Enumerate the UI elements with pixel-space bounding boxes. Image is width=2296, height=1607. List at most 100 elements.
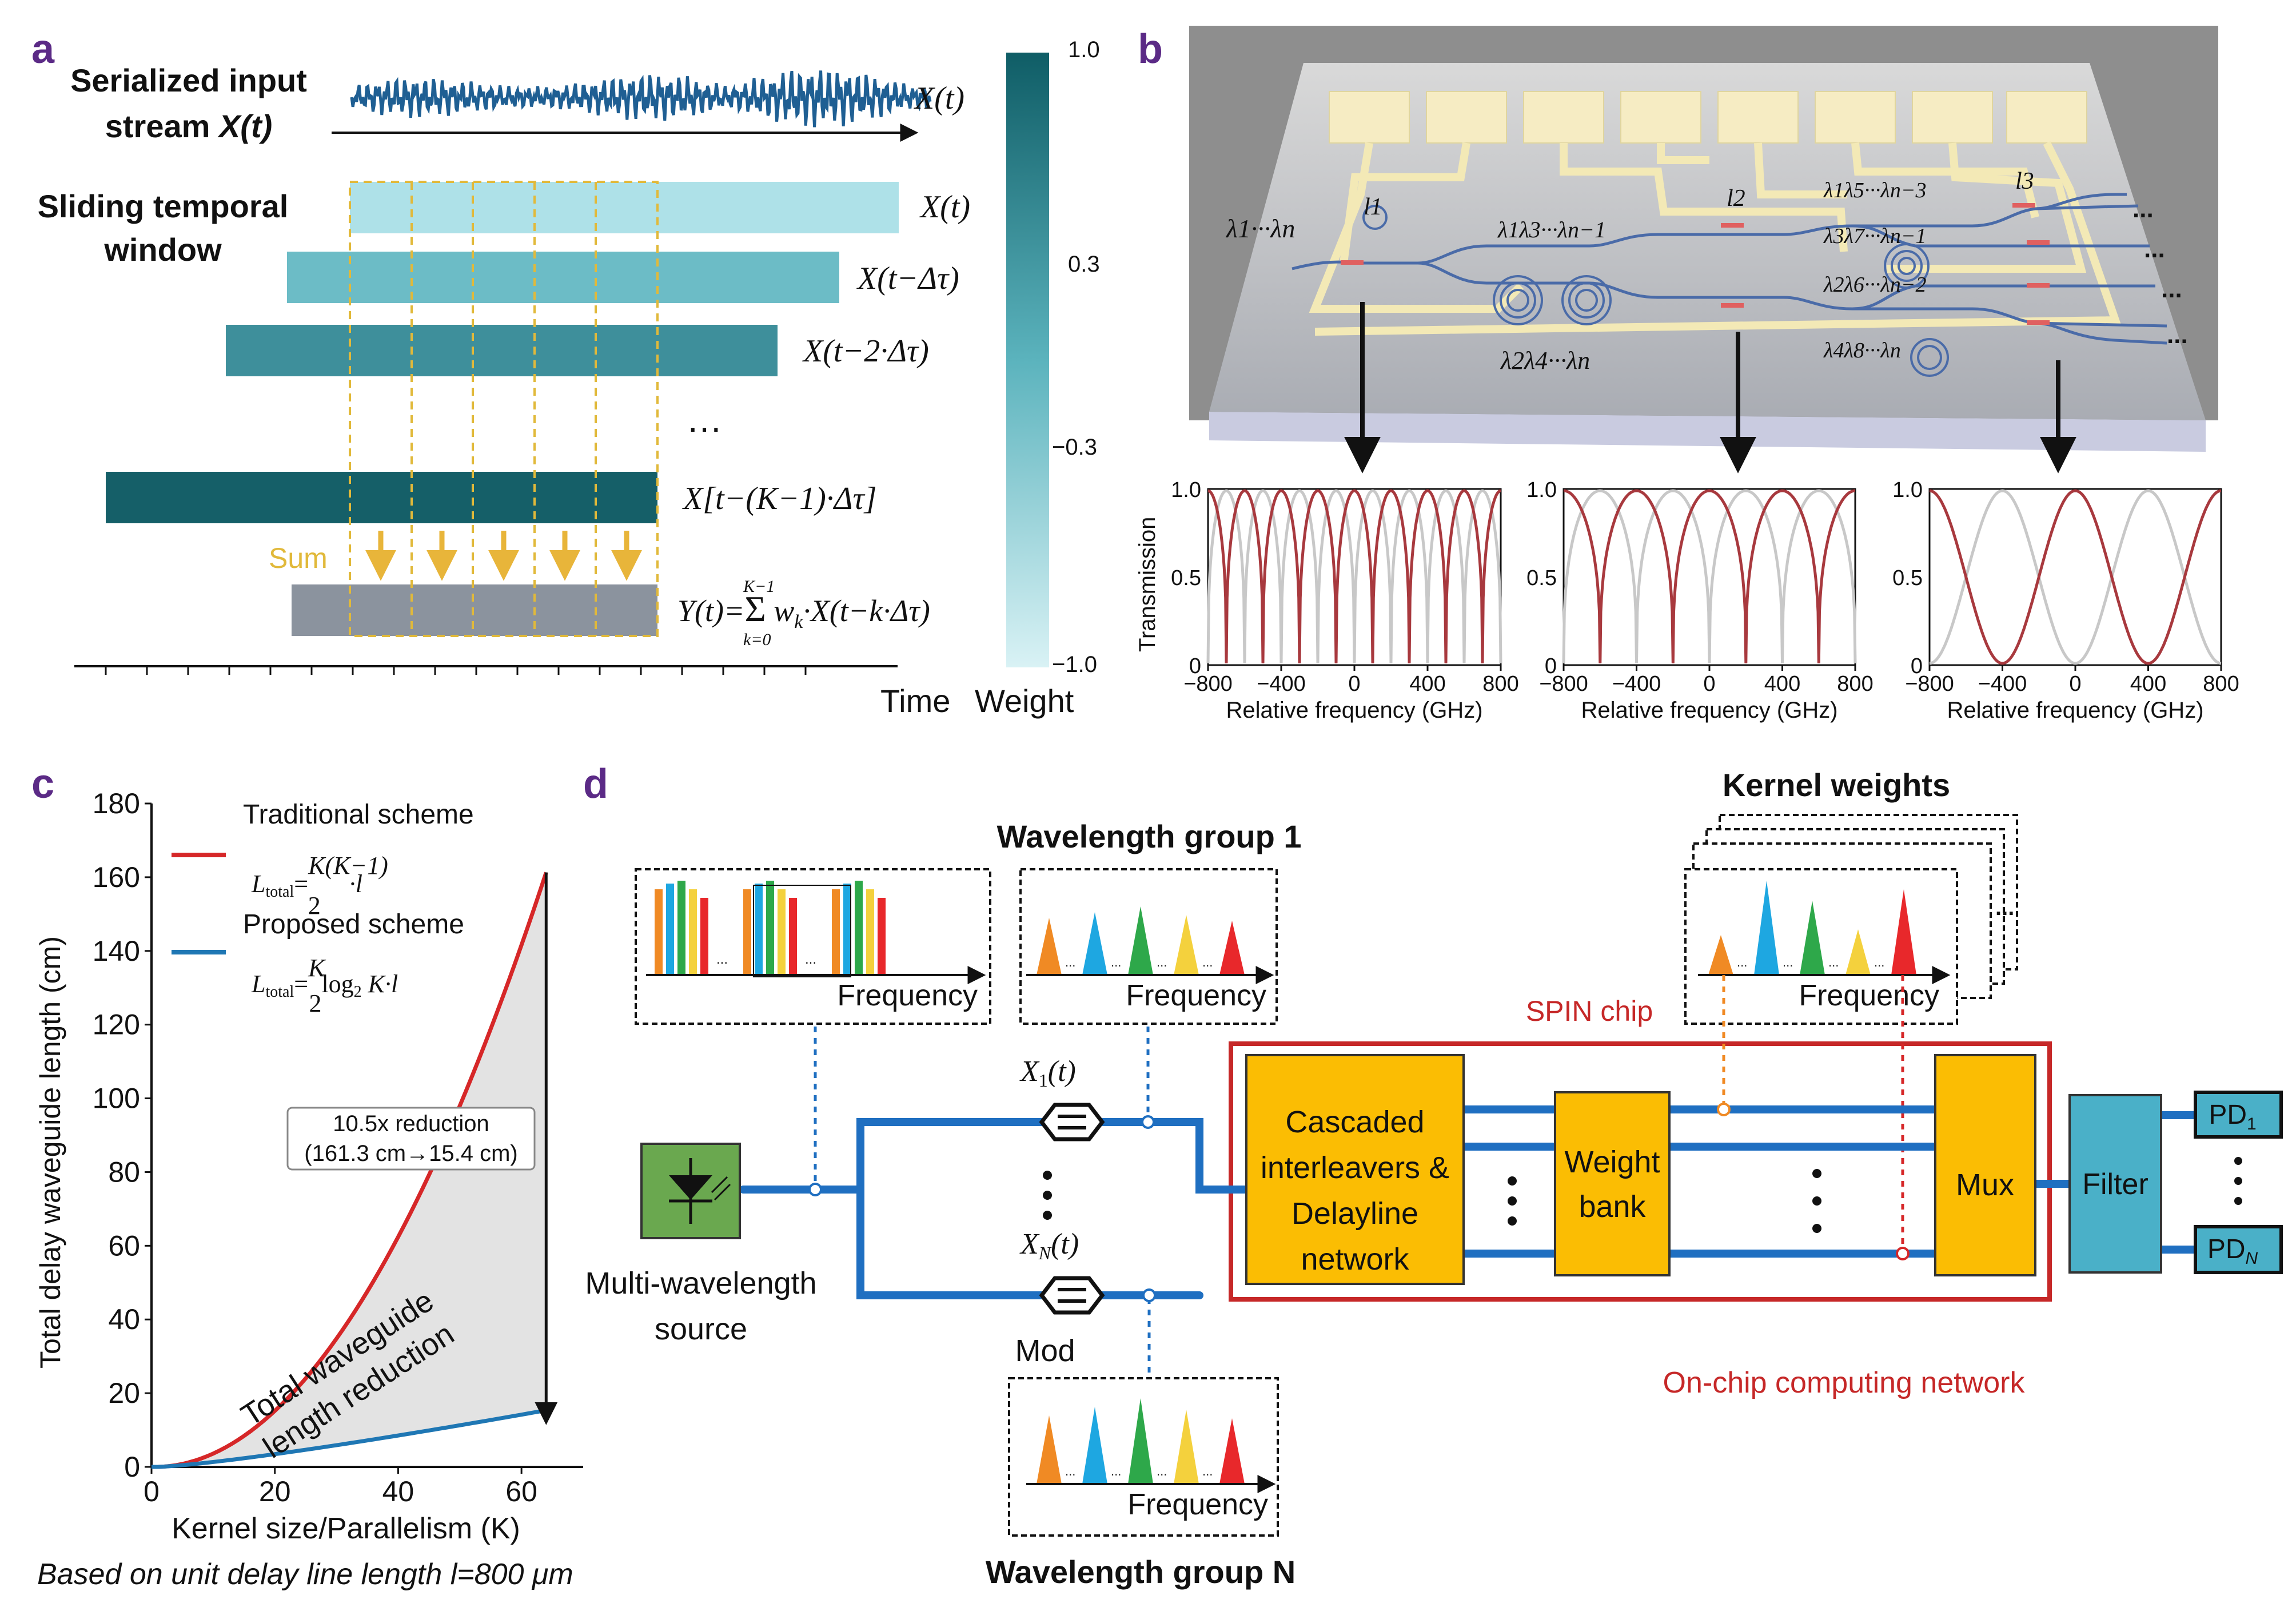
- on-chip-network-label: On-chip computing network: [1663, 1366, 2026, 1399]
- reduction-line2: (161.3 cm→15.4 cm): [304, 1141, 517, 1166]
- kernel-spectrum-triangle: [1800, 901, 1825, 975]
- reduction-line1: 10.5x reduction: [333, 1111, 489, 1136]
- kernel-spectrum-ellipsis: ...: [1737, 955, 1747, 969]
- group1-spectrum-ellipsis: ...: [1111, 955, 1121, 969]
- c-ytick-label: 100: [93, 1083, 140, 1115]
- groupN-spectrum-ellipsis: ...: [1111, 1464, 1121, 1478]
- kernel-weights-title: Kernel weights: [1723, 767, 1950, 803]
- input-waveform: [350, 70, 932, 128]
- modulator-ellipsis: [1043, 1171, 1052, 1220]
- transmission-curve-red: [1564, 489, 1855, 663]
- comb-bar: [778, 889, 786, 975]
- subplot-xtick-label: −400: [1978, 672, 2027, 696]
- c-ytick-label: 0: [124, 1451, 140, 1483]
- spectra: ........................................…: [646, 881, 2014, 1493]
- groupN-spectrum-triangle: [1037, 1415, 1062, 1484]
- label-lambda-1-5: λ1λ5···λn−3: [1823, 178, 1927, 202]
- kernel-stack-dots: ...: [1995, 895, 2014, 920]
- subplot-xtick-label: −400: [1612, 672, 1661, 696]
- c-ytick-label: 180: [93, 787, 140, 820]
- serialized-title-line1: Serialized input: [70, 62, 307, 98]
- interleaver-line3: Delayline: [1292, 1196, 1418, 1231]
- c-ytick-label: 60: [108, 1230, 140, 1262]
- modulator-1: [1039, 1103, 1105, 1141]
- window-row-2: [226, 325, 778, 376]
- mux-label: Mux: [1956, 1168, 2014, 1202]
- colorbar-tick-2: 0.3: [1068, 252, 1100, 277]
- filter-block: [2068, 1094, 2162, 1274]
- transmission-ylabel: Transmission: [1135, 517, 1160, 652]
- interleaver-block: [1245, 1054, 1465, 1285]
- c-ytick-label: 20: [108, 1377, 140, 1409]
- comb-bar: [866, 889, 874, 975]
- freq-label-kernel: Frequency: [1799, 979, 1939, 1012]
- subplot-xlabel: Relative frequency (GHz): [1947, 698, 2203, 723]
- reduction-box: [286, 1107, 536, 1171]
- c-ytick-label: 160: [93, 861, 140, 893]
- transmission-curve-red: [1207, 489, 1501, 663]
- sliding-title-line1: Sliding temporal: [38, 188, 289, 224]
- output-formula: Y(t)=Σ wk·X(t−k·Δτ): [677, 588, 930, 633]
- legend-traditional-label: Traditional scheme: [243, 799, 474, 830]
- c-ytick-label: 80: [108, 1156, 140, 1188]
- mux-block: [1934, 1054, 2036, 1276]
- subplot-ytick-label: 1.0: [1171, 478, 1201, 502]
- subplot-xtick-label: 800: [2203, 672, 2239, 696]
- kernel-spectrum-triangle: [1708, 935, 1733, 975]
- label-lambda-all: λ1···λn: [1225, 214, 1295, 243]
- row-ellipsis: …: [686, 399, 723, 440]
- panel-c-letter: c: [31, 761, 54, 807]
- kernel-spectrum-ellipsis: ...: [1783, 955, 1793, 969]
- freq-label-group-1: Frequency: [1126, 979, 1266, 1012]
- subplot-ytick-label: 1.0: [1892, 478, 1923, 502]
- subplot-ytick-label: 0: [1911, 654, 1923, 678]
- time-label: Time: [880, 683, 950, 719]
- pd-1-label: PD1: [2209, 1100, 2256, 1133]
- weight-bank-line2: bank: [1579, 1190, 1646, 1224]
- subplot-frame: [1928, 488, 2222, 666]
- comb-bar: [655, 889, 663, 975]
- groupN-spectrum-triangle: [1082, 1407, 1107, 1484]
- interleaver-line1: Cascaded: [1285, 1105, 1424, 1139]
- subplot-xtick-label: −800: [1539, 672, 1588, 696]
- kernel-spectrum-triangle: [1754, 881, 1779, 975]
- panel-d-letter: d: [583, 761, 608, 807]
- panel-d: d Wavelength group 1 Kernel weights Wave…: [583, 761, 2283, 1590]
- continuation-dots-4: ...: [2167, 321, 2188, 349]
- sum-upper: K−1: [743, 577, 775, 596]
- label-l3: l3: [2015, 168, 2034, 194]
- subplot-xtick-label: 800: [1482, 672, 1518, 696]
- label-lambda-odd: λ1λ3···λn−1: [1497, 217, 1606, 242]
- pd-ellipsis: [2234, 1157, 2242, 1205]
- mod-label: Mod: [1015, 1334, 1075, 1368]
- subplot-xtick-label: 400: [2130, 672, 2166, 696]
- transmission-curve-grey: [1206, 489, 1502, 663]
- filter-label: Filter: [2082, 1168, 2148, 1201]
- window-row-k: [106, 472, 657, 523]
- comb-bar: [700, 898, 708, 975]
- comb-ellipsis: ...: [716, 952, 728, 967]
- modulator-n: [1039, 1276, 1105, 1315]
- serialized-title-line2: stream X(t): [105, 108, 273, 144]
- transmission-curve-red: [1929, 489, 2222, 665]
- time-axis-ticks: [105, 666, 807, 675]
- subplot-xtick-label: −800: [1183, 672, 1233, 696]
- window-row-1: [287, 252, 839, 303]
- sum-label: Sum: [269, 542, 328, 574]
- colorbar-tick-1: 1.0: [1068, 37, 1100, 62]
- comb-selection-box: [753, 885, 851, 977]
- weight-bank-block: [1554, 1091, 1671, 1276]
- continuation-dots-2: ...: [2144, 235, 2165, 263]
- row-label-1: X(t−Δτ): [856, 261, 959, 296]
- c-ytick-label: 40: [108, 1303, 140, 1335]
- output-row: [292, 584, 657, 636]
- x1-label: X1(t): [1019, 1055, 1076, 1091]
- subplot-xtick-label: −800: [1905, 672, 1954, 696]
- group1-spectrum-ellipsis: ...: [1202, 955, 1213, 969]
- comb-bar: [843, 884, 851, 975]
- kernel-spectrum-ellipsis: ...: [1828, 955, 1839, 969]
- c-xtick-label: 0: [144, 1475, 160, 1507]
